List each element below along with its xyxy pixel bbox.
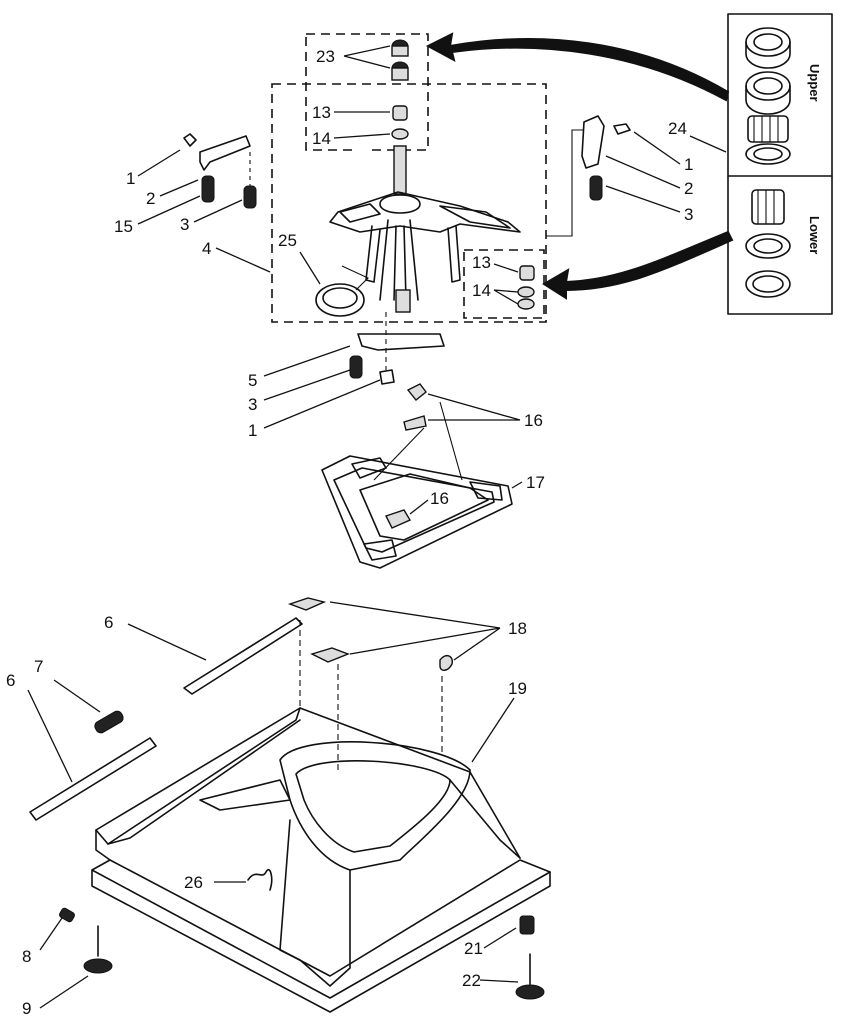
- callout-2-left: 2: [146, 189, 155, 208]
- callout-15: 15: [114, 217, 133, 236]
- upper-bearing-set: [745, 27, 791, 165]
- callout-3-bottom: 3: [248, 395, 257, 414]
- rail-6-lower: [29, 737, 157, 821]
- pad-16-b: [403, 415, 427, 431]
- arrow-to-lower-bearings: [542, 230, 734, 300]
- spring-3-bottom: [349, 355, 363, 379]
- bearing-kit: Upper Lower: [727, 13, 833, 315]
- callout-16-top: 16: [524, 411, 543, 430]
- callout-1-bottom: 1: [248, 421, 257, 440]
- callout-8: 8: [22, 947, 31, 966]
- base-frame-19: [91, 620, 551, 1013]
- bracket-2-right: [581, 115, 605, 169]
- callout-16-lower: 16: [430, 489, 449, 508]
- callout-3-left: 3: [180, 215, 189, 234]
- center-post-assembly: [329, 145, 521, 313]
- upper-bearing-stack: [391, 39, 409, 81]
- callout-13-lower: 13: [472, 253, 491, 272]
- callout-22: 22: [462, 971, 481, 990]
- bearing-13-upper: [392, 105, 408, 121]
- callout-19: 19: [508, 679, 527, 698]
- spring-15: [201, 175, 215, 203]
- leader-lines: [27, 45, 727, 1009]
- bracket-2-left: [199, 135, 251, 171]
- clip-18-b: [310, 647, 350, 663]
- center-post-base: [395, 289, 411, 313]
- spring-7: [94, 710, 124, 734]
- callout-1-right: 1: [684, 155, 693, 174]
- callout-14-upper: 14: [312, 129, 331, 148]
- dashed-box-center-post-assembly: [271, 83, 547, 323]
- screw-1-left: [183, 133, 197, 147]
- callout-2-right: 2: [684, 179, 693, 198]
- callout-9: 9: [22, 999, 31, 1018]
- callout-1-left: 1: [126, 169, 135, 188]
- center-post-shaft: [393, 145, 407, 195]
- washer-14-lower: [517, 286, 535, 298]
- nut-21: [519, 915, 535, 935]
- clip-18-a: [287, 597, 327, 611]
- dashed-box-lower-bearings: [463, 249, 545, 319]
- washer-14-lower-2: [517, 298, 535, 310]
- rail-6-upper: [183, 617, 303, 695]
- callout-labels: 23 13 14 1 2 15 3 4 25 13 14 24 1 2 3 5 …: [6, 47, 693, 1018]
- callout-7: 7: [34, 657, 43, 676]
- callout-4: 4: [202, 239, 211, 258]
- callout-23: 23: [316, 47, 335, 66]
- washer-14-upper: [391, 128, 409, 140]
- callout-25: 25: [278, 231, 297, 250]
- foot-22: [515, 984, 545, 1000]
- callout-5: 5: [248, 371, 257, 390]
- dashed-box-upper-bearings: [305, 33, 429, 151]
- pad-16-a: [406, 383, 427, 401]
- screw-1-right: [613, 123, 631, 135]
- bottom-snubber-bracket: [349, 312, 445, 385]
- lower-bearing-set: [745, 189, 791, 298]
- spring-26: [247, 868, 273, 891]
- upper-label: Upper: [807, 64, 822, 102]
- callout-13-upper: 13: [312, 103, 331, 122]
- spring-3-left: [243, 185, 257, 209]
- suspension-frame-17: [321, 401, 513, 569]
- bracket-5: [357, 333, 445, 351]
- callout-18: 18: [508, 619, 527, 638]
- callout-26: 26: [184, 873, 203, 892]
- clip-18-c: [439, 654, 454, 671]
- lower-label: Lower: [807, 216, 822, 254]
- bearing-kit-frame: [727, 13, 833, 315]
- callout-21: 21: [464, 939, 483, 958]
- callout-17: 17: [526, 473, 545, 492]
- screw-1-bottom: [379, 369, 395, 385]
- foot-9: [83, 958, 113, 974]
- left-snubber-bracket: [183, 133, 257, 209]
- callout-6-lower: 6: [6, 671, 15, 690]
- right-snubber-bracket: [546, 115, 631, 237]
- screw-8: [59, 907, 75, 923]
- spring-3-right: [589, 175, 603, 201]
- callout-6-upper: 6: [104, 613, 113, 632]
- callout-14-lower: 14: [472, 281, 491, 300]
- seal-ring-25: [315, 265, 369, 317]
- bearing-13-lower: [519, 265, 535, 281]
- arrow-to-upper-bearings: [425, 32, 730, 102]
- callout-3-right: 3: [684, 205, 693, 224]
- callout-24: 24: [668, 119, 687, 138]
- pad-16-c: [385, 509, 412, 529]
